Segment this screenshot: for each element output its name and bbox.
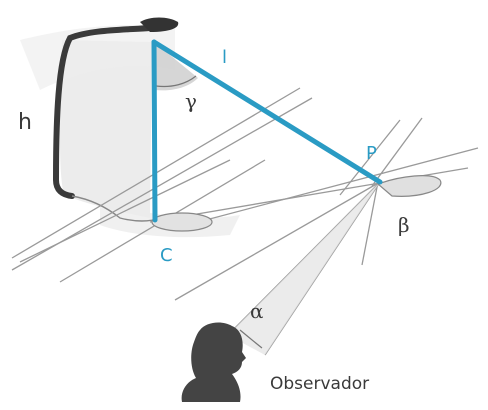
label-c: C [160, 245, 173, 266]
observer-silhouette-icon [181, 322, 246, 402]
wall-shading [20, 25, 240, 238]
observer-label: Observador [270, 374, 369, 394]
label-beta: β [398, 213, 410, 237]
alpha-arc [239, 329, 263, 349]
wall-top-cap [140, 17, 179, 32]
gamma-wedge [154, 42, 198, 91]
beta-wedge [376, 175, 442, 197]
label-alpha: α [250, 299, 264, 323]
wall-outline [52, 25, 153, 199]
gamma-arc [155, 75, 197, 88]
alpha-wedge [228, 182, 380, 355]
label-h: h [18, 110, 32, 135]
vertical-segment-h [151, 39, 158, 223]
label-gamma: γ [185, 89, 197, 113]
line-of-sight-l [151, 39, 383, 185]
blue-triangle [151, 39, 383, 223]
label-l: l [222, 47, 227, 68]
wall-base-outline [71, 195, 161, 222]
label-p: P [366, 143, 377, 164]
base-c-ellipse [151, 212, 213, 232]
